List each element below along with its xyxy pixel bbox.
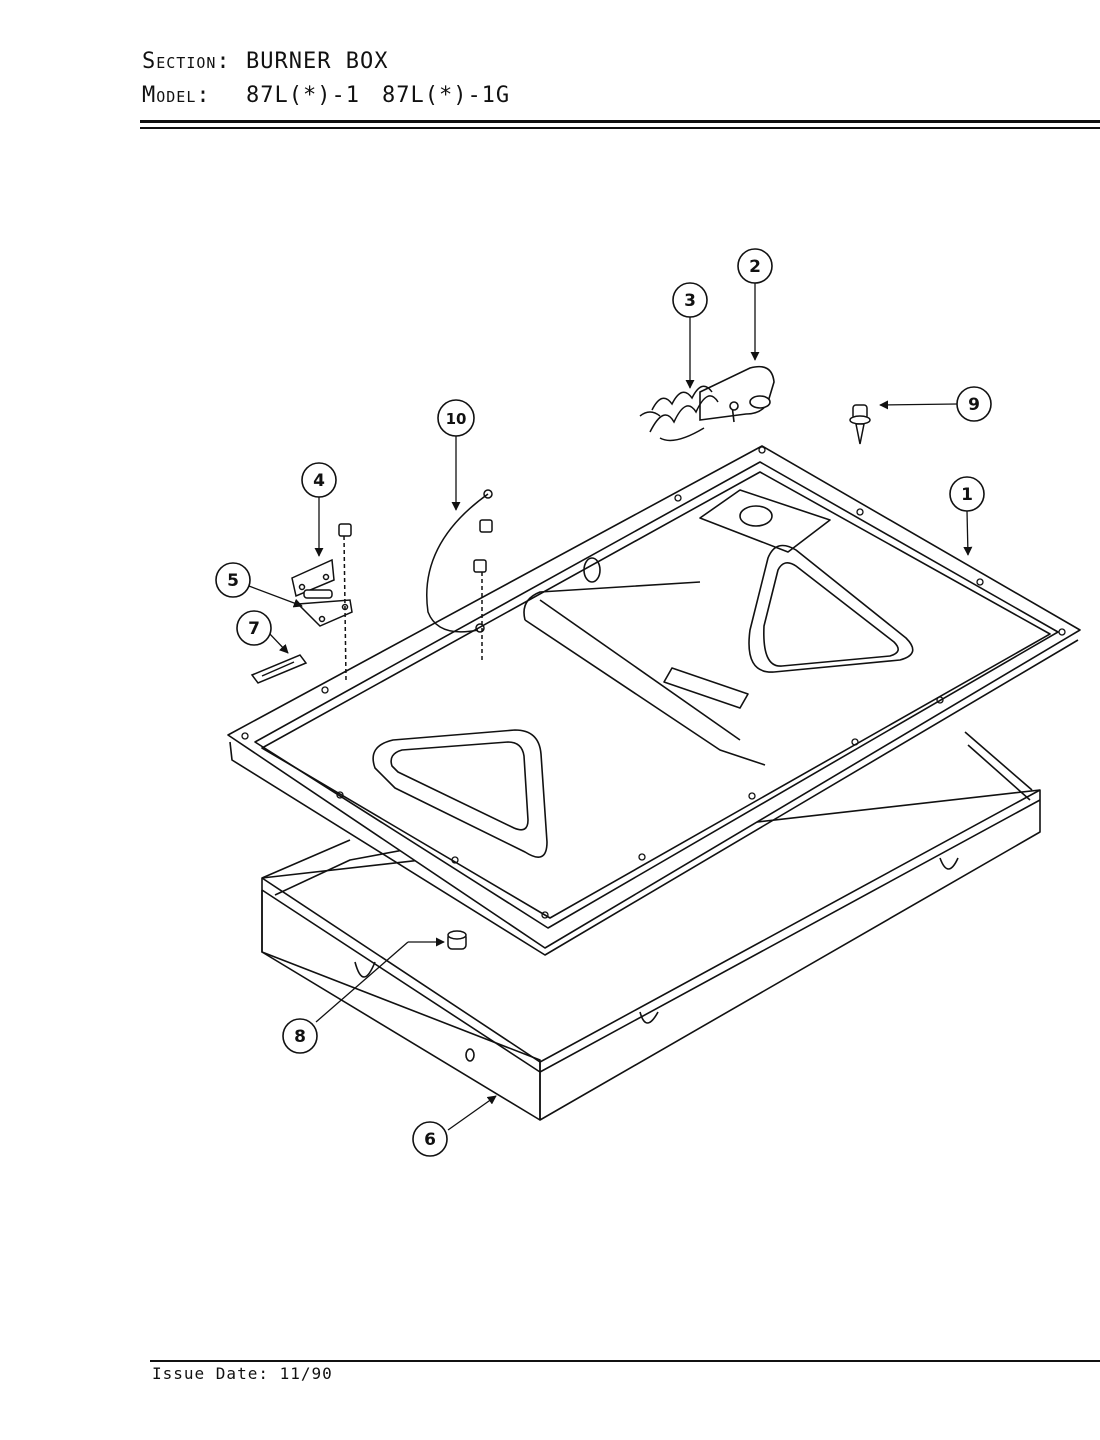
ground-wire bbox=[426, 489, 493, 660]
callout-2: 2 bbox=[737, 248, 773, 284]
callout-7-label: 7 bbox=[248, 619, 260, 639]
section-row: Section: BURNER BOX bbox=[142, 44, 510, 78]
issue-date: Issue Date: 11/90 bbox=[152, 1364, 333, 1383]
header-rule-bottom bbox=[140, 127, 1100, 129]
callout-8-label: 8 bbox=[294, 1027, 306, 1047]
callout-1: 1 bbox=[949, 476, 985, 512]
section-value: BURNER BOX bbox=[246, 48, 389, 74]
callout-5: 5 bbox=[215, 562, 251, 598]
callout-1-label: 1 bbox=[961, 485, 973, 505]
retaining-clip bbox=[250, 654, 308, 684]
callout-9-label: 9 bbox=[968, 395, 980, 415]
hinge-bracket bbox=[291, 523, 353, 681]
elbow-spring bbox=[639, 385, 719, 442]
callout-10-label: 10 bbox=[446, 410, 467, 428]
callout-3-label: 3 bbox=[684, 291, 696, 311]
callout-3: 3 bbox=[672, 282, 708, 318]
callout-10: 10 bbox=[437, 399, 475, 437]
callout-9: 9 bbox=[956, 386, 992, 422]
leader-lines bbox=[248, 283, 973, 1131]
burner-box-top-panel bbox=[227, 445, 1081, 956]
callout-2-label: 2 bbox=[749, 257, 761, 277]
section-label: Section: bbox=[142, 48, 231, 74]
callout-4-label: 4 bbox=[313, 471, 325, 491]
grommet bbox=[447, 930, 467, 950]
page-header: Section: BURNER BOX Model: 87L(*)-1 87L(… bbox=[142, 44, 510, 112]
callout-6-label: 6 bbox=[424, 1130, 436, 1150]
callout-5-label: 5 bbox=[227, 571, 239, 591]
header-rule-top bbox=[140, 120, 1100, 123]
model-row: Model: 87L(*)-1 87L(*)-1G bbox=[142, 78, 510, 112]
model-label: Model: bbox=[142, 82, 211, 108]
footer-rule bbox=[150, 1360, 1100, 1362]
model-number-1: 87L(*)-1 bbox=[246, 82, 360, 108]
mounting-screw bbox=[849, 404, 871, 445]
model-number-2: 87L(*)-1G bbox=[381, 82, 511, 108]
callout-8: 8 bbox=[282, 1018, 318, 1054]
callout-6: 6 bbox=[412, 1121, 448, 1157]
callout-7: 7 bbox=[236, 610, 272, 646]
callout-4: 4 bbox=[301, 462, 337, 498]
burner-elbow bbox=[699, 365, 775, 423]
